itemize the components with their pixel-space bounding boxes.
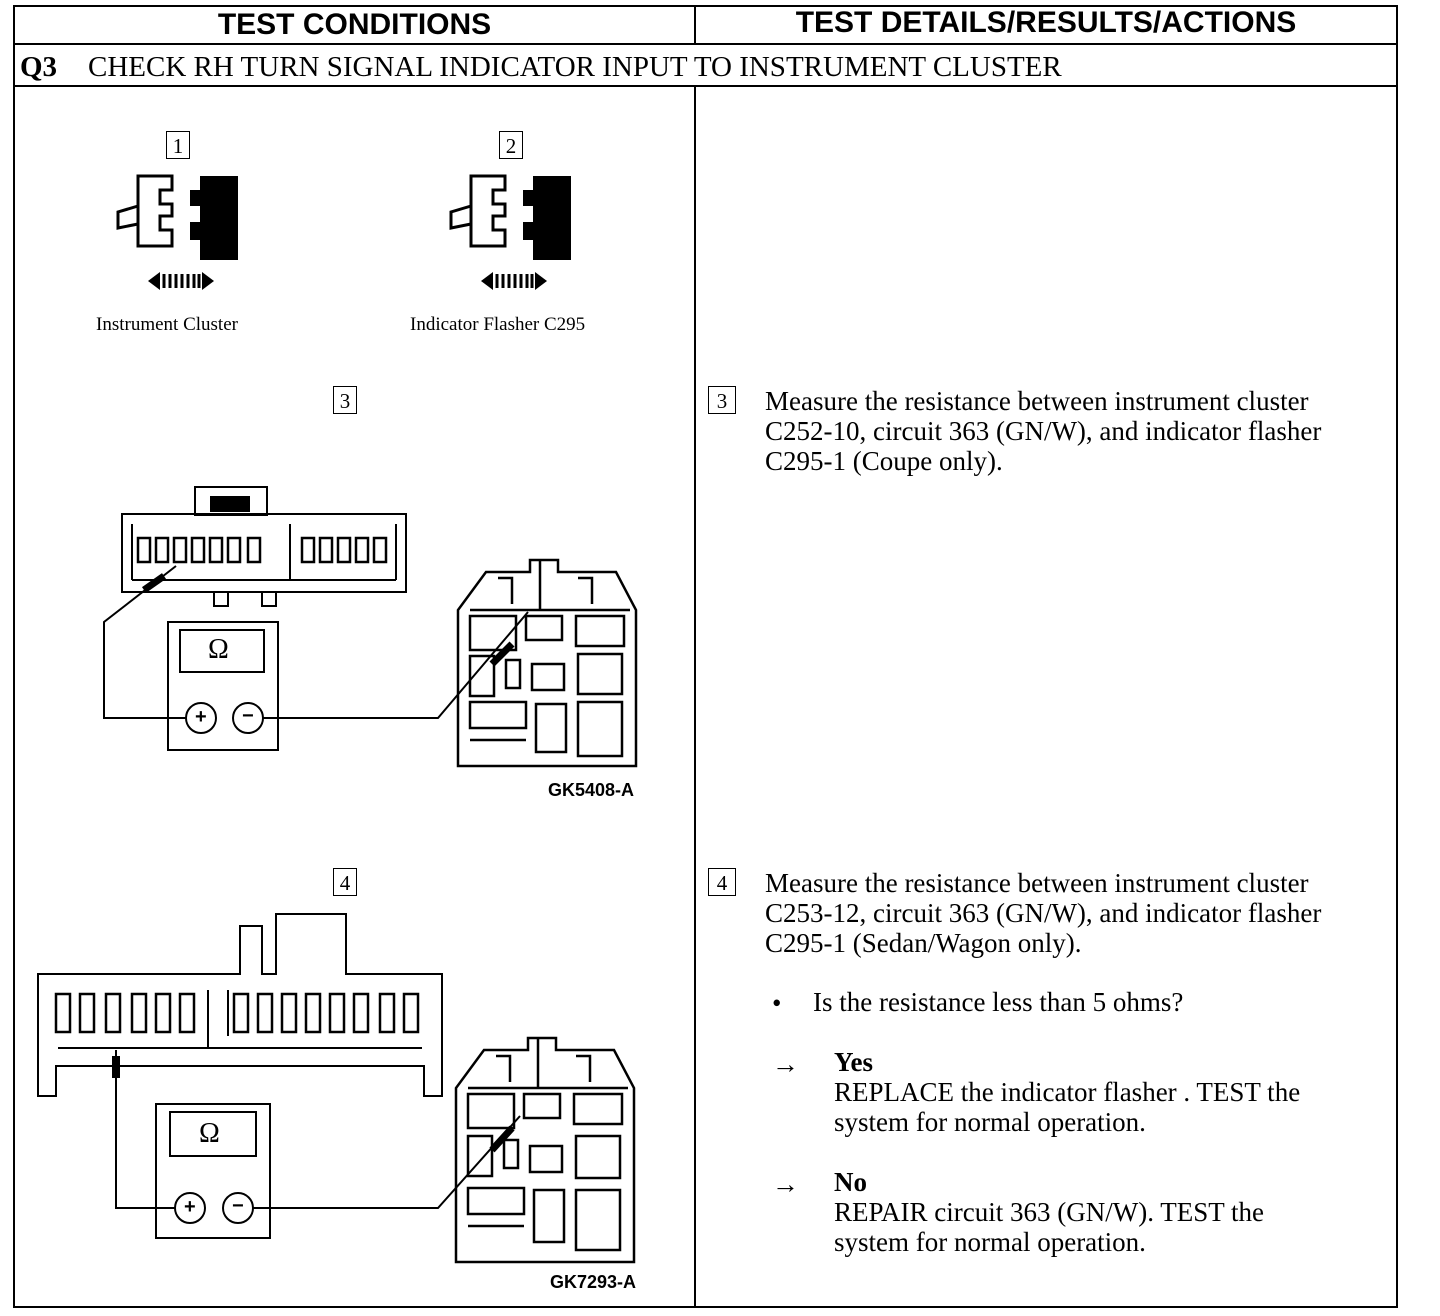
step4-ohm-symbol: Ω (199, 1118, 220, 1149)
connector-pair-1-icon (116, 174, 238, 290)
step3-line-2: C252-10, circuit 363 (GN/W), and indicat… (765, 416, 1322, 446)
step1-caption: Instrument Cluster (96, 314, 238, 335)
step4-instruction: Measure the resistance between instrumen… (765, 868, 1395, 958)
no-arrow-icon: → (772, 1169, 799, 1199)
step4-details-number-box: 4 (708, 868, 736, 896)
step3-ohm-symbol: Ω (208, 634, 229, 665)
step4-figure-number-box: 4 (333, 868, 357, 896)
step3-plus-terminal: + (195, 706, 207, 728)
no-action-line-1: REPAIR circuit 363 (GN/W). TEST the (834, 1197, 1264, 1227)
step4-line-1: Measure the resistance between instrumen… (765, 868, 1309, 898)
no-action: REPAIR circuit 363 (GN/W). TEST the syst… (834, 1197, 1394, 1257)
step4-minus-terminal: − (232, 1195, 244, 1217)
step3-minus-terminal: − (242, 705, 254, 727)
step4-line-3: C295-1 (Sedan/Wagon only). (765, 928, 1082, 958)
question-bullet: • (772, 988, 782, 1018)
no-action-line-2: system for normal operation. (834, 1227, 1146, 1257)
resistance-question: Is the resistance less than 5 ohms? (813, 987, 1184, 1017)
step3-line-1: Measure the resistance between instrumen… (765, 386, 1309, 416)
yes-arrow-icon: → (772, 1049, 799, 1079)
yes-action-line-2: system for normal operation. (834, 1107, 1146, 1137)
step3-figure-code: GK5408-A (548, 780, 635, 800)
connector-pair-2-icon (449, 174, 571, 290)
no-label: No (834, 1167, 867, 1197)
yes-label: Yes (834, 1047, 873, 1077)
question-id: Q3 (20, 51, 58, 83)
step4-plus-terminal: + (184, 1196, 196, 1218)
header-test-conditions: TEST CONDITIONS (217, 8, 492, 41)
step4-line-2: C253-12, circuit 363 (GN/W), and indicat… (765, 898, 1322, 928)
header-test-details: TEST DETAILS/RESULTS/ACTIONS (795, 6, 1297, 39)
yes-action: REPLACE the indicator flasher . TEST the… (834, 1077, 1394, 1137)
step3-instruction: Measure the resistance between instrumen… (765, 386, 1395, 476)
step4-figure-code: GK7293-A (550, 1272, 637, 1292)
step1-number-box: 1 (166, 131, 190, 159)
step2-caption: Indicator Flasher C295 (410, 314, 586, 335)
question-title: CHECK RH TURN SIGNAL INDICATOR INPUT TO … (88, 51, 1062, 83)
yes-action-line-1: REPLACE the indicator flasher . TEST the (834, 1077, 1301, 1107)
step3-figure-number-box: 3 (333, 386, 357, 414)
step2-number-box: 2 (499, 131, 523, 159)
step3-details-number-box: 3 (708, 386, 736, 414)
step3-line-3: C295-1 (Coupe only). (765, 446, 1003, 476)
